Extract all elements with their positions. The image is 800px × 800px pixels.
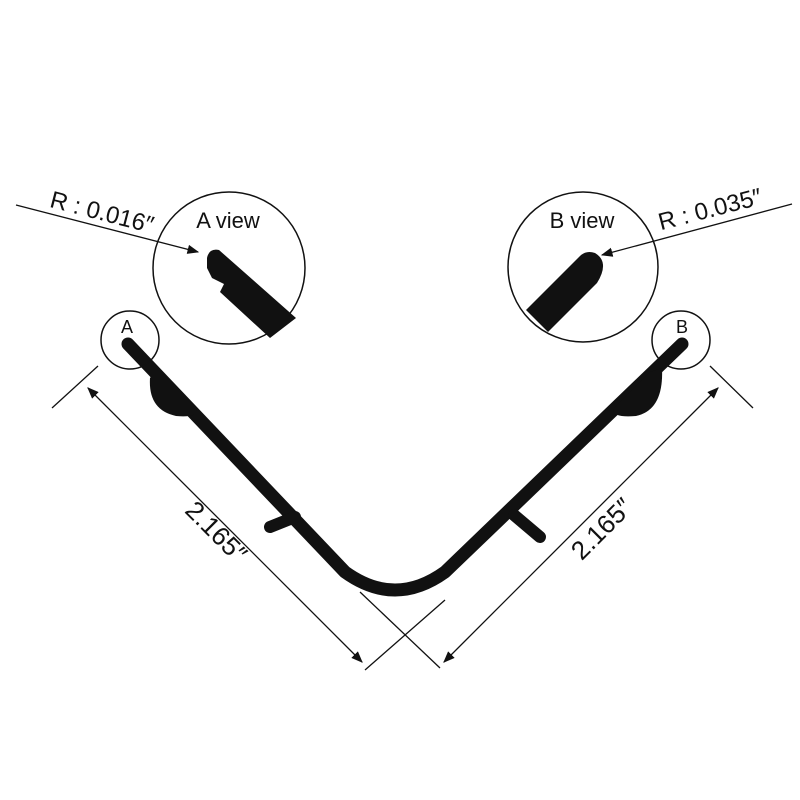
radius-b-label: R : 0.035″ — [655, 183, 765, 236]
detail-view-a: A view — [152, 191, 306, 345]
marker-b: B — [651, 310, 711, 370]
view-b-title: B view — [550, 208, 615, 233]
view-a-title: A view — [196, 208, 260, 233]
right-fin — [508, 509, 546, 543]
extension-line-center-right — [359, 591, 441, 669]
marker-a-letter: A — [121, 317, 133, 337]
view-b-tip — [526, 252, 604, 332]
radius-a-label: R : 0.016″ — [47, 186, 157, 239]
v-profile — [121, 337, 689, 597]
marker-b-letter: B — [676, 317, 688, 337]
detail-view-b: B view — [507, 191, 659, 343]
right-bulge — [613, 368, 663, 417]
view-a-tip — [207, 249, 296, 338]
dimension-right-label: 2.165″ — [565, 492, 639, 566]
left-fin — [264, 511, 301, 533]
marker-a: A — [100, 310, 160, 370]
dimension-left: 2.165″ — [51, 365, 446, 671]
extension-line-right-top — [709, 365, 754, 409]
dimension-line-left — [87, 387, 363, 663]
profile-strip — [121, 337, 689, 597]
dimension-line-right — [443, 387, 719, 663]
left-bulge — [149, 368, 197, 417]
dimension-left-label: 2.165″ — [179, 495, 253, 569]
extension-line-left-top — [51, 365, 99, 409]
